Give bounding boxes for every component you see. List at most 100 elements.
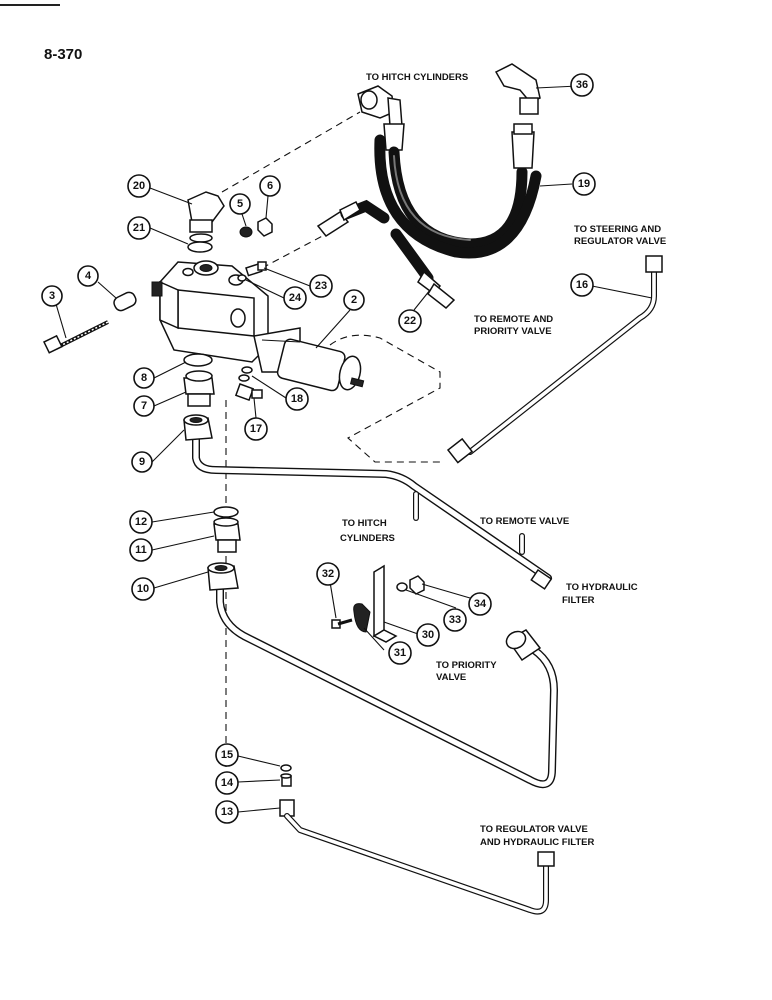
o-ring-8 (183, 353, 213, 367)
header-rule (0, 4, 60, 6)
label-to-steering-line2: REGULATOR VALVE (574, 236, 666, 247)
fitting-23 (245, 261, 267, 277)
callout-19: 19 (572, 172, 596, 196)
tube-10 (207, 562, 558, 789)
callout-6: 6 (259, 175, 281, 197)
callout-15: 15 (215, 743, 239, 767)
callout-20: 20 (127, 174, 151, 198)
page-number: 8-370 (44, 46, 83, 63)
svg-text:2: 2 (351, 294, 357, 306)
o-ring-15 (280, 764, 292, 772)
callout-10: 10 (131, 577, 155, 601)
callout-13: 13 (215, 800, 239, 824)
hose-assembly-19 (357, 85, 542, 259)
bolt-32 (331, 618, 353, 629)
elbow-36 (494, 63, 541, 115)
svg-text:18: 18 (291, 393, 303, 405)
o-ring-18-a (238, 374, 250, 382)
svg-text:31: 31 (394, 647, 406, 659)
callout-4: 4 (77, 265, 99, 287)
callout-11: 11 (129, 538, 153, 562)
o-ring-21 (187, 241, 213, 253)
label-to-priority-line2: VALVE (436, 672, 466, 683)
svg-text:4: 4 (85, 270, 92, 282)
svg-text:23: 23 (315, 280, 327, 292)
bracket-30 (372, 564, 398, 643)
callout-36: 36 (570, 73, 594, 97)
solenoid-valve (253, 327, 365, 392)
svg-text:16: 16 (576, 279, 588, 291)
assembly-dashed-lines (221, 111, 441, 780)
label-to-hydraulic-line1: TO HYDRAULIC (566, 582, 638, 593)
callout-14: 14 (215, 771, 239, 795)
hose-22 (390, 228, 456, 309)
nut-5 (239, 226, 253, 238)
svg-text:22: 22 (404, 315, 416, 327)
nut-6 (257, 217, 273, 237)
label-to-hitch-cylinders-top: TO HITCH CYLINDERS (366, 72, 468, 83)
label-to-regulator-line2: AND HYDRAULIC FILTER (480, 837, 594, 848)
svg-text:7: 7 (141, 400, 147, 412)
callout-12: 12 (129, 510, 153, 534)
svg-text:36: 36 (576, 79, 588, 91)
svg-text:5: 5 (237, 198, 243, 210)
callout-8: 8 (133, 367, 155, 389)
svg-text:15: 15 (221, 749, 233, 761)
callout-9: 9 (131, 451, 153, 473)
elbow-fitting-20 (187, 191, 225, 243)
label-to-hydraulic-line2: FILTER (562, 595, 595, 606)
washer-33 (396, 582, 408, 592)
callout-17: 17 (244, 417, 268, 441)
callout-32: 32 (316, 562, 340, 586)
callout-30: 30 (416, 623, 440, 647)
svg-text:13: 13 (221, 806, 233, 818)
fitting-7 (183, 370, 215, 407)
label-to-priority-line1: TO PRIORITY (436, 660, 497, 671)
o-ring-24 (237, 274, 247, 282)
control-valve-body (151, 260, 269, 363)
sleeve-4 (113, 291, 137, 312)
callout-34: 34 (468, 592, 492, 616)
callout-33: 33 (443, 608, 467, 632)
svg-text:33: 33 (449, 614, 461, 626)
direction-labels: TO HITCH CYLINDERS TO STEERING AND REGUL… (340, 72, 666, 848)
svg-text:19: 19 (578, 178, 590, 190)
label-to-steering-line1: TO STEERING AND (574, 224, 661, 235)
callout-24: 24 (283, 286, 307, 310)
svg-text:10: 10 (137, 583, 149, 595)
callout-21: 21 (127, 216, 151, 240)
label-to-remote-priority-line2: PRIORITY VALVE (474, 326, 552, 337)
label-to-remote-valve: TO REMOTE VALVE (480, 516, 569, 527)
short-hose-to-remote (316, 199, 390, 237)
fitting-11 (213, 517, 241, 553)
label-to-hitch-mid-line1: TO HITCH (342, 518, 387, 529)
clamp-31 (353, 603, 371, 633)
tube-9 (183, 414, 553, 590)
label-to-remote-priority-line1: TO REMOTE AND (474, 314, 553, 325)
callout-5: 5 (229, 193, 251, 215)
svg-text:34: 34 (474, 598, 487, 610)
svg-text:8: 8 (141, 372, 147, 384)
callout-31: 31 (388, 641, 412, 665)
label-to-hitch-mid-line2: CYLINDERS (340, 533, 395, 544)
svg-text:30: 30 (422, 629, 434, 641)
callout-2: 2 (343, 289, 365, 311)
svg-text:20: 20 (133, 180, 145, 192)
svg-text:17: 17 (250, 423, 262, 435)
fitting-14 (280, 773, 292, 787)
callout-7: 7 (133, 395, 155, 417)
callout-3: 3 (41, 285, 63, 307)
svg-text:21: 21 (133, 222, 145, 234)
svg-text:6: 6 (267, 180, 273, 192)
fitting-17 (234, 383, 263, 402)
callout-18: 18 (285, 387, 309, 411)
callout-16: 16 (570, 273, 594, 297)
svg-text:11: 11 (135, 544, 147, 556)
label-to-regulator-line1: TO REGULATOR VALVE (480, 824, 588, 835)
callout-22: 22 (398, 309, 422, 333)
bolt-3 (42, 320, 109, 354)
svg-text:3: 3 (49, 290, 55, 302)
tube-16 (446, 255, 663, 464)
nut-34 (409, 575, 425, 595)
